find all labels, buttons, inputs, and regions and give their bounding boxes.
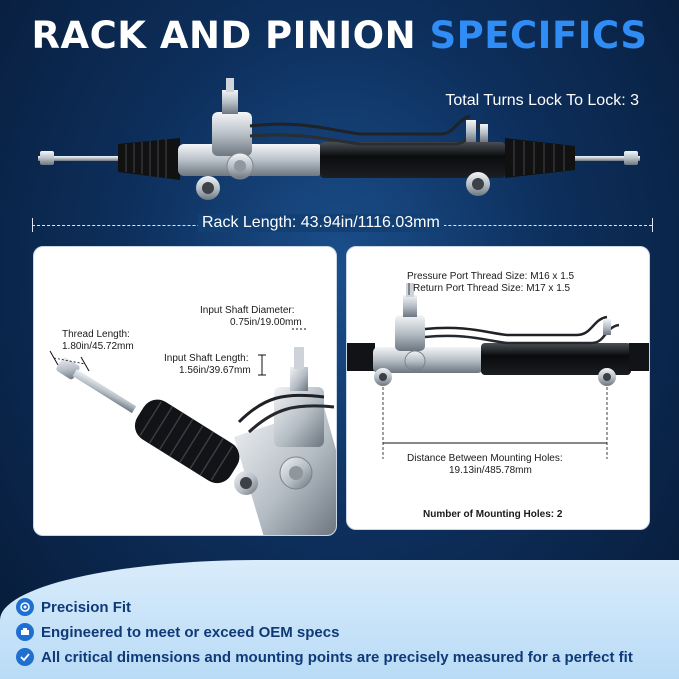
input-shaft-length-value: 1.56in/39.67mm (179, 365, 251, 376)
input-shaft-detail-panel: Thread Length: 1.80in/45.72mm Input Shaf… (33, 246, 337, 536)
mount-distance-value: 19.13in/485.78mm (449, 465, 532, 476)
thread-length-value: 1.80in/45.72mm (62, 341, 134, 352)
rack-length-cap-right (652, 218, 653, 232)
input-shaft-diameter-title: Input Shaft Diameter: (200, 305, 295, 316)
settings-check-icon (16, 598, 34, 616)
return-port-label: Return Port Thread Size: M17 x 1.5 (413, 283, 571, 294)
feature-precise-measurement: All critical dimensions and mounting poi… (16, 648, 633, 666)
pressure-port-label: Pressure Port Thread Size: M16 x 1.5 (407, 271, 575, 282)
page-title: RACK AND PINION SPECIFICS (31, 14, 648, 57)
rack-length-label: Rack Length: 43.94in/1116.03mm (198, 214, 444, 232)
feature-oem-specs: Engineered to meet or exceed OEM specs (16, 623, 339, 641)
ruler-check-icon (16, 648, 34, 666)
input-shaft-length-title: Input Shaft Length: (164, 353, 249, 364)
feature-precision-fit: Precision Fit (16, 598, 131, 616)
input-shaft-illustration (49, 328, 336, 535)
mounting-illustration (347, 283, 649, 459)
engine-icon (16, 623, 34, 641)
features-band (0, 560, 679, 679)
rack-length-cap-left (32, 218, 33, 232)
mount-holes-label: Number of Mounting Holes: 2 (423, 509, 563, 520)
total-turns-label: Total Turns Lock To Lock: 3 (445, 92, 639, 109)
mounting-detail-panel: Pressure Port Thread Size: M16 x 1.5 Ret… (346, 246, 650, 530)
thread-length-title: Thread Length: (62, 329, 130, 340)
rack-illustration-full (38, 78, 640, 200)
mount-distance-title: Distance Between Mounting Holes: (407, 453, 563, 464)
input-shaft-diameter-value: 0.75in/19.00mm (230, 317, 302, 328)
